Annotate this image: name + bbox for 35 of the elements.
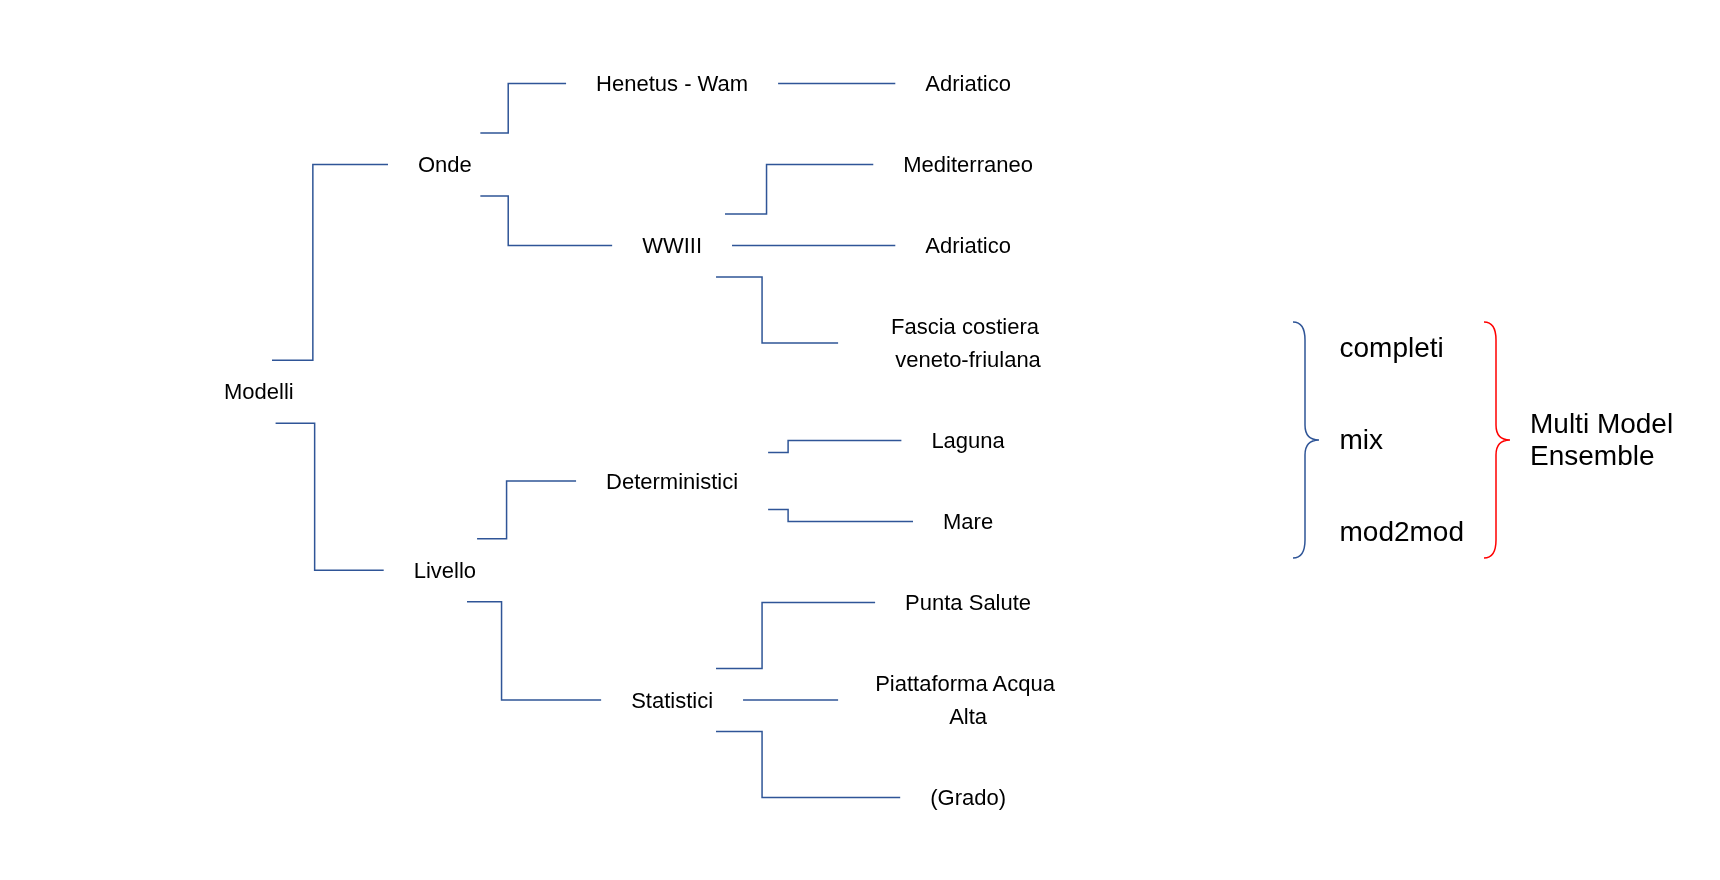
node-text: Mare <box>942 508 993 534</box>
node-text: Modelli <box>223 378 294 404</box>
category-label: completi <box>1339 332 1445 364</box>
node-text: WWIII <box>641 232 702 258</box>
connector <box>479 82 567 134</box>
connector <box>476 479 577 539</box>
connector <box>274 422 385 571</box>
group-label: Multi Model Ensemble <box>1530 408 1675 472</box>
connector <box>270 163 389 361</box>
connector <box>714 601 876 669</box>
connector <box>714 275 839 344</box>
connector <box>714 730 901 798</box>
category-label: mix <box>1339 424 1385 456</box>
category-label: mod2mod <box>1339 516 1464 548</box>
node-text: Henetus - Wam <box>595 70 748 96</box>
connector <box>465 600 602 701</box>
node-text: Statistici <box>630 687 713 712</box>
node-text: Piattaforma Acqua Alta <box>874 670 1055 729</box>
connector <box>742 698 839 701</box>
node-text: Punta Salute <box>904 589 1031 615</box>
connector <box>730 244 896 246</box>
node-text: Onde <box>417 151 472 177</box>
connector <box>479 194 613 246</box>
node-text: Adriatico <box>924 232 1011 258</box>
node-text: Deterministici <box>605 468 738 493</box>
node-text: (Grado) <box>929 784 1006 810</box>
node-text: Livello <box>413 557 476 583</box>
node-text: Fascia costiera veneto-friulana <box>890 313 1041 372</box>
node-text: Mediterraneo <box>902 151 1033 177</box>
connector <box>767 508 914 522</box>
node-text: Laguna <box>931 427 1005 453</box>
node-text: Adriatico <box>924 70 1011 96</box>
connector <box>723 163 874 215</box>
connector <box>777 82 896 84</box>
connector <box>767 439 902 453</box>
